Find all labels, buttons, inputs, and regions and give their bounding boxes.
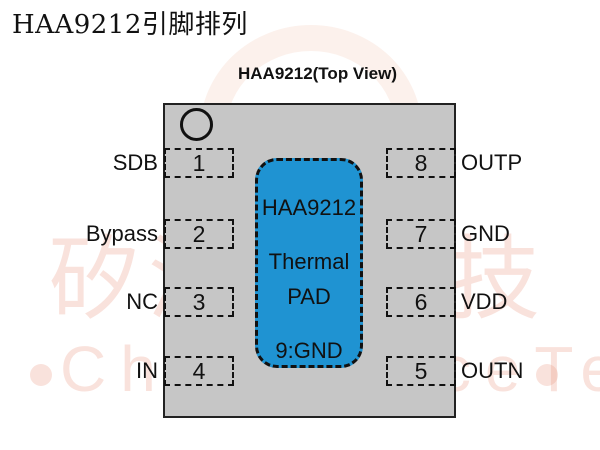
watermark-dot-left (30, 364, 52, 386)
pin-5-number: 5 (414, 358, 428, 384)
pin-4-box (164, 356, 234, 386)
pin-2-label: Bypass (85, 221, 158, 246)
pin-8-number: 8 (414, 150, 428, 176)
pin-6-box (386, 287, 456, 317)
pin-2-number: 2 (192, 221, 206, 247)
pin-1-label: SDB (112, 150, 158, 175)
pin-8-label: OUTP (461, 150, 523, 175)
thermal-pad-label-thermal: Thermal (268, 249, 350, 274)
pin-1-number: 1 (192, 150, 206, 176)
pin-8-box (386, 148, 456, 178)
thermal-pad (255, 158, 363, 368)
thermal-pad-pin-gnd: 9:GND (275, 338, 343, 363)
pin-7-box (386, 219, 456, 249)
pin-1-box (164, 148, 234, 178)
pin-6-number: 6 (414, 289, 428, 315)
pin-3-label: NC (126, 289, 158, 314)
pin-4-label: IN (136, 358, 158, 383)
thermal-pad-chip-name: HAA9212 (261, 195, 357, 220)
pin-2-box (164, 219, 234, 249)
thermal-pad-label-pad: PAD (287, 284, 331, 309)
diagram-subtitle: HAA9212(Top View) (238, 64, 398, 83)
watermark-dot-right (536, 364, 558, 386)
pin-6-label: VDD (461, 289, 508, 314)
pin-7-number: 7 (414, 221, 428, 247)
pin-5-box (386, 356, 456, 386)
pin-3-number: 3 (192, 289, 206, 315)
pin-5-label: OUTN (461, 358, 524, 383)
page-title: HAA9212引脚排列 (12, 10, 248, 40)
pin-7-label: GND (461, 221, 510, 246)
pin-3-box (164, 287, 234, 317)
pin1-indicator-circle (180, 108, 213, 141)
pin-4-number: 4 (192, 358, 206, 384)
